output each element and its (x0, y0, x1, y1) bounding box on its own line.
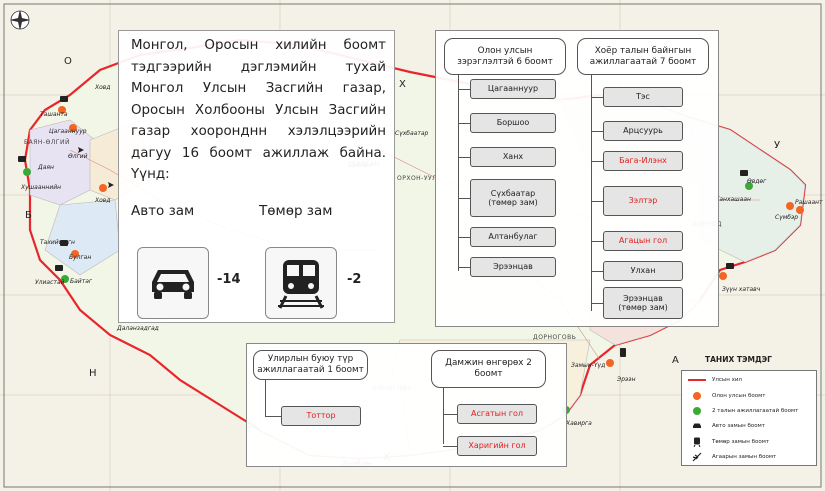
train-icon (265, 247, 337, 319)
legend-label: Авто замын боомт (712, 423, 765, 429)
city-label: Байтаг (70, 278, 93, 285)
intl-header: Олон улсын зэрэглэлтэй 6 боомт (444, 38, 566, 75)
legend-label: Агаарын замын боомт (712, 454, 777, 460)
checkpoint-node: Зэлтэр (603, 186, 683, 216)
connector (443, 414, 457, 415)
province-label: ДОРНОГОВЬ (533, 334, 577, 341)
city-label: Өлгий (68, 153, 88, 160)
legend-item: Төмөр замын боомт (688, 437, 769, 447)
checkpoints-panel: Олон улсын зэрэглэлтэй 6 боомт Хоёр талы… (435, 30, 719, 327)
province-label: ОРХОН-УУЛ (397, 175, 438, 182)
checkpoint-node: Эрээнцав (470, 257, 556, 277)
city-label: Даян (38, 164, 54, 171)
city-label: Булган (69, 254, 92, 261)
train-icon (688, 437, 706, 447)
city-label: Эрээн (617, 376, 636, 383)
city-label: Ташанта (40, 111, 68, 118)
info-text: Монгол, Оросын хилийн боомт тэдгээрийн д… (131, 38, 386, 182)
legend-item: Агаарын замын боомт (688, 452, 776, 462)
legend-title: ТАНИХ ТЭМДЭГ (705, 355, 772, 364)
connector (443, 446, 457, 447)
city-label: Ховд (95, 197, 111, 204)
legend-item: Авто замын боомт (688, 422, 765, 430)
city-label: Замын-Үүд (571, 362, 606, 369)
connector (591, 241, 603, 242)
province-label: БАЯН-ӨЛГИЙ (24, 139, 70, 146)
city-label: Өвдөг (747, 178, 767, 185)
connector (591, 97, 603, 98)
dot-icon (688, 407, 706, 415)
region-letter: Х (399, 79, 406, 90)
connector (458, 198, 470, 199)
connector (591, 201, 603, 202)
region-letter: У (774, 140, 781, 151)
connector (458, 267, 470, 268)
seasonal-transit-panel: Улирлын буюу түр ажиллагаатай 1 боомт Да… (246, 343, 567, 467)
checkpoint-node: Тэс (603, 87, 683, 107)
car-icon (137, 247, 209, 319)
seasonal-header: Улирлын буюу түр ажиллагаатай 1 боомт (253, 350, 368, 380)
transit-header: Дамжин өнгөрөх 2 боомт (431, 350, 546, 388)
info-panel: Монгол, Оросын хилийн боомт тэдгээрийн д… (118, 30, 395, 323)
dot-icon (688, 392, 706, 400)
road-value: -14 (217, 272, 241, 287)
region-letter: Н (89, 368, 97, 379)
checkpoint-node: Харигийн гол (457, 436, 537, 456)
legend-label: Улсын хил (712, 377, 742, 383)
checkpoint-node: Улхан (603, 261, 683, 281)
connector (591, 161, 603, 162)
checkpoint-node: Ханх (470, 147, 556, 167)
checkpoint-node: Эрээнцав (төмөр зам) (603, 287, 683, 319)
checkpoint-node: Алтанбулаг (470, 227, 556, 247)
connector (591, 271, 603, 272)
car-icon (688, 422, 706, 430)
checkpoint-node: Сүхбаатар (төмөр зам) (470, 179, 556, 217)
city-label: Сүхбаатар (395, 130, 429, 137)
connector (591, 131, 603, 132)
city-label: Рашаант (795, 199, 823, 206)
legend-label: Олон улсын боомт (712, 393, 766, 399)
connector (458, 89, 470, 90)
checkpoint-node: Тоттор (281, 406, 361, 426)
city-label: Улиастай (35, 279, 65, 286)
city-label: Хавирга (566, 420, 592, 427)
plane-icon (688, 452, 706, 462)
legend-item: Улсын хил (688, 377, 742, 383)
road-label: Авто зам (131, 203, 195, 219)
region-letter: Б (25, 210, 32, 221)
legend-label: Төмөр замын боомт (712, 439, 770, 445)
region-letter: А (672, 355, 679, 366)
legend-item: Олон улсын боомт (688, 392, 766, 400)
city-label: Тахийшагн (40, 239, 75, 246)
connector (458, 123, 470, 124)
city-label: Хушааннийн (21, 184, 62, 191)
city-label: Зүүн хатавч (722, 286, 761, 293)
connector (458, 237, 470, 238)
city-label: Ганхашаан (716, 196, 751, 203)
connector (591, 303, 603, 304)
city-label: Даланзадгад (117, 325, 159, 332)
city-label: Сүмбэр (775, 214, 799, 221)
checkpoint-node: Агацын гол (603, 231, 683, 251)
region-letter: О (64, 56, 72, 67)
checkpoint-node: Боршоо (470, 113, 556, 133)
checkpoint-node: Бага-Илэнх (603, 151, 683, 171)
legend-label: 2 талын ажиллагаатай боомт (712, 408, 799, 414)
city-label: Ховд (95, 84, 111, 91)
connector (458, 157, 470, 158)
city-label: Цагааннуур (49, 128, 87, 135)
checkpoint-node: Цагааннуур (470, 79, 556, 99)
bilateral-header: Хоёр талын байнгын ажиллагаатай 7 боомт (577, 38, 709, 75)
border-line-icon (688, 378, 706, 382)
rail-value: -2 (347, 272, 362, 287)
legend-item: 2 талын ажиллагаатай боомт (688, 407, 798, 415)
checkpoint-node: Асгатын гол (457, 404, 537, 424)
connector (265, 416, 281, 417)
rail-label: Төмөр зам (259, 203, 333, 219)
checkpoint-node: Арцсуурь (603, 121, 683, 141)
